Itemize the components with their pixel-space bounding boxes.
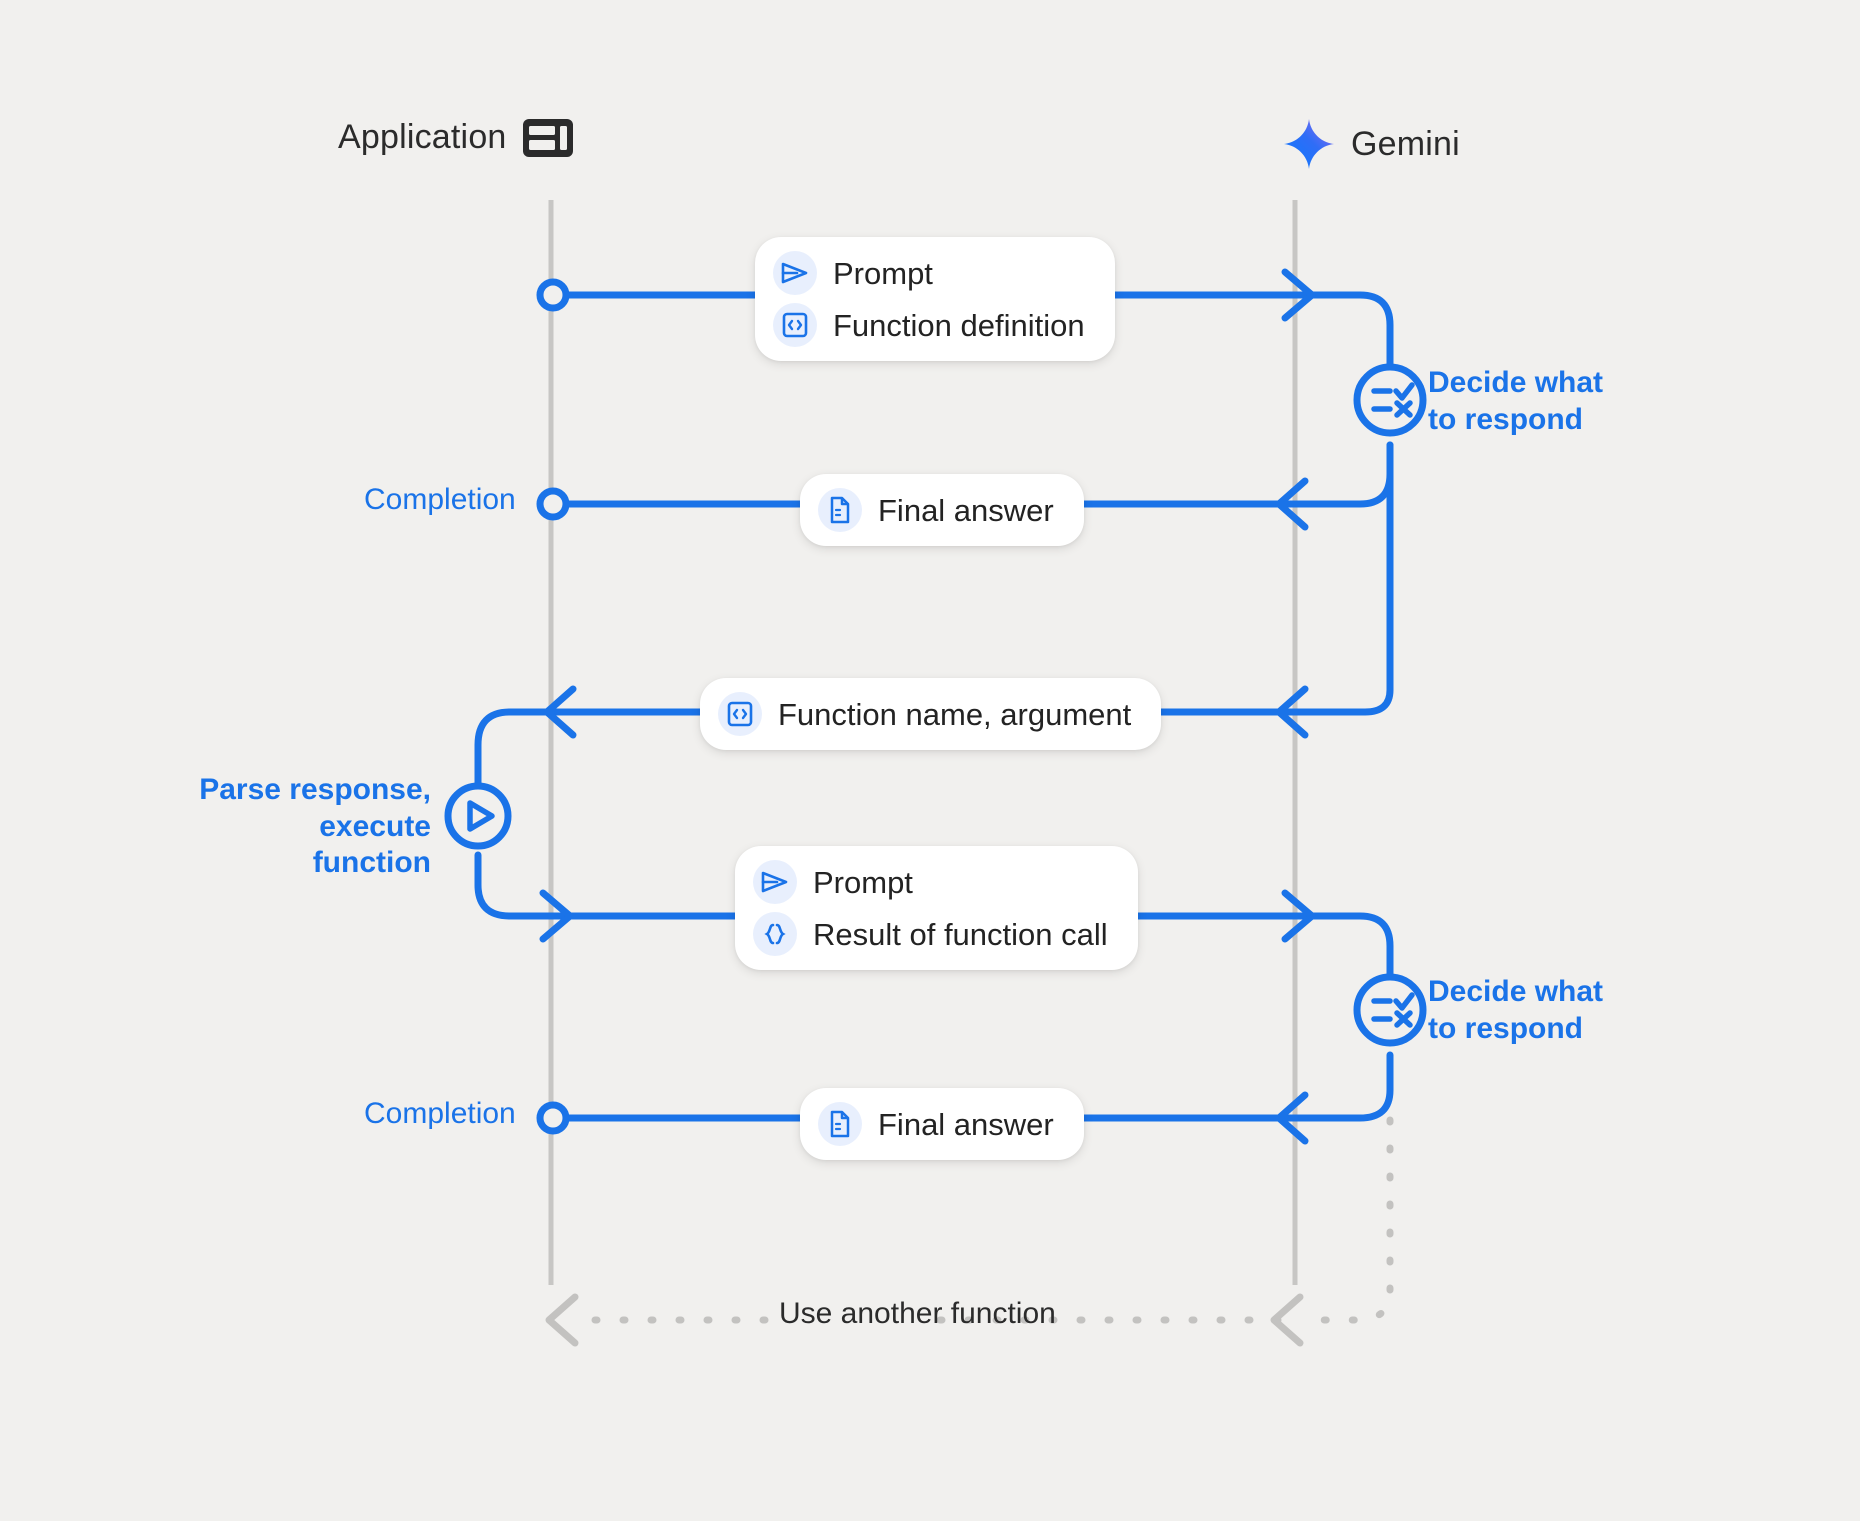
loop-label-use-another-function: Use another function bbox=[779, 1297, 1056, 1330]
process-node-parse-execute bbox=[444, 782, 555, 920]
bubble-row-label: Final answer bbox=[878, 492, 1054, 528]
curly-braces-icon bbox=[753, 912, 797, 956]
dashboard-layout-icon bbox=[522, 118, 573, 157]
bubble-row-label: Result of function call bbox=[813, 916, 1108, 952]
document-icon bbox=[818, 488, 862, 532]
process-node-decide-2 bbox=[1291, 973, 1427, 1122]
gemini-sparkle-icon bbox=[1283, 118, 1335, 170]
document-icon bbox=[818, 1102, 862, 1146]
lane-header-gemini: Gemini bbox=[1283, 118, 1460, 170]
message-bubble-final-answer-2[interactable]: Final answer bbox=[800, 1088, 1084, 1160]
bubble-row-label: Function definition bbox=[833, 307, 1085, 343]
bubble-row: Prompt bbox=[773, 251, 1085, 295]
message-bubble-final-answer-1[interactable]: Final answer bbox=[800, 474, 1084, 546]
lane-label-gemini: Gemini bbox=[1351, 124, 1460, 163]
lane-label-application: Application bbox=[338, 118, 507, 156]
bubble-row-label: Prompt bbox=[813, 864, 913, 900]
bubble-row-label: Final answer bbox=[878, 1106, 1054, 1142]
connector-final-answer-2 bbox=[536, 1091, 1309, 1145]
bubble-row: Function name, argument bbox=[718, 692, 1131, 736]
bubble-row: Final answer bbox=[818, 1102, 1054, 1146]
code-brackets-icon bbox=[773, 303, 817, 347]
process-node-decide-1 bbox=[1291, 363, 1427, 716]
connector-prompt-function-result bbox=[539, 889, 1394, 1004]
process-label-parse-execute: Parse response, execute function bbox=[199, 773, 431, 880]
send-icon bbox=[773, 251, 817, 295]
bubble-row: Result of function call bbox=[753, 912, 1108, 956]
connector-function-call-request bbox=[474, 685, 1309, 794]
message-bubble-function-call-request[interactable]: Function name, argument bbox=[700, 678, 1162, 750]
connector-final-answer-1 bbox=[536, 441, 1394, 531]
completion-label-2: Completion bbox=[364, 1097, 516, 1130]
loop-use-another-function bbox=[545, 1116, 1394, 1347]
bubble-row-label: Function name, argument bbox=[778, 696, 1132, 732]
bubble-row-label: Prompt bbox=[833, 255, 933, 291]
code-brackets-icon bbox=[718, 692, 762, 736]
connector-prompt-function-definition bbox=[536, 268, 1394, 384]
process-label-decide-2: Decide what to respond bbox=[1428, 975, 1604, 1045]
bubble-row: Function definition bbox=[773, 303, 1085, 347]
bubble-row: Final answer bbox=[818, 488, 1054, 532]
process-label-decide-1: Decide what to respond bbox=[1428, 366, 1604, 436]
message-bubble-prompt-function-definition[interactable]: Prompt Function definition bbox=[755, 237, 1115, 361]
lane-header-application: Application bbox=[338, 118, 573, 157]
bubble-row: Prompt bbox=[753, 860, 1108, 904]
completion-label-1: Completion bbox=[364, 483, 516, 516]
send-icon bbox=[753, 860, 797, 904]
message-bubble-prompt-function-result[interactable]: Prompt Result of function call bbox=[735, 846, 1138, 970]
